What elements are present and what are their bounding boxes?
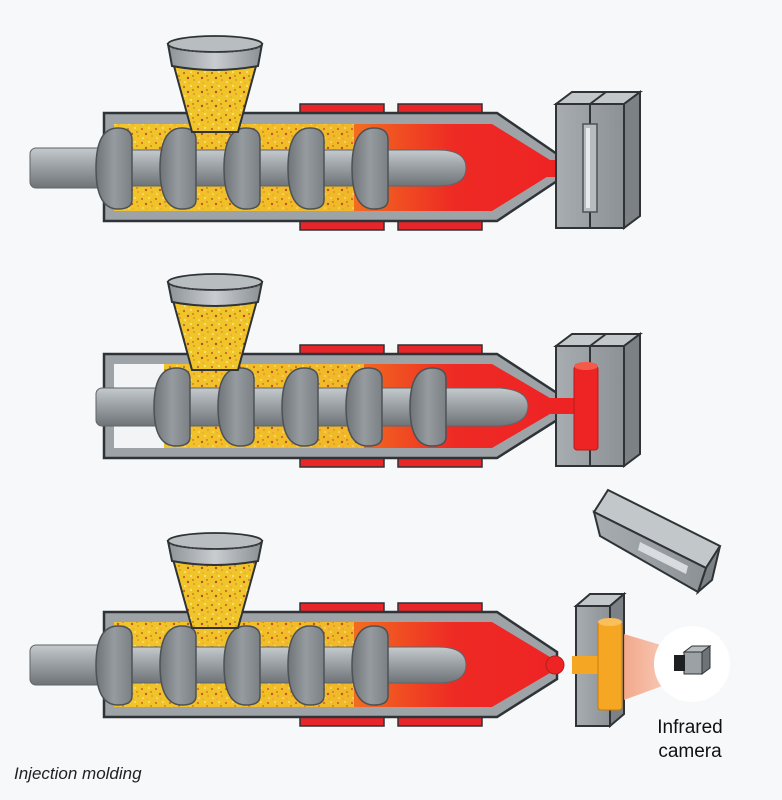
stage-2-screw <box>95 367 529 447</box>
stage-3-hopper <box>166 532 264 629</box>
stage-2-injection-unit <box>95 273 643 468</box>
stage-2-molded-part <box>540 362 599 451</box>
stage-2-hopper <box>166 273 264 371</box>
stage-1-nozzle-tip <box>541 160 557 177</box>
infrared-camera-label: Infrared camera <box>640 716 740 764</box>
stage-3-mold-half-ejected <box>592 488 722 596</box>
stage-1-injection-unit <box>29 35 643 231</box>
stage-3-cooling-part <box>572 618 623 711</box>
stage-3-injection-unit <box>29 488 730 729</box>
infrared-camera-icon <box>654 626 730 702</box>
stage-1-hopper <box>166 35 264 133</box>
camera-label-line-1: Infrared <box>657 717 723 738</box>
stage-1-screw <box>29 127 467 210</box>
stage-3-nozzle-tip <box>545 655 565 675</box>
stage-3-screw <box>29 625 467 706</box>
stage-1-mold <box>553 90 643 230</box>
figure-caption: Injection molding <box>14 764 142 783</box>
camera-label-line-2: camera <box>658 741 722 762</box>
